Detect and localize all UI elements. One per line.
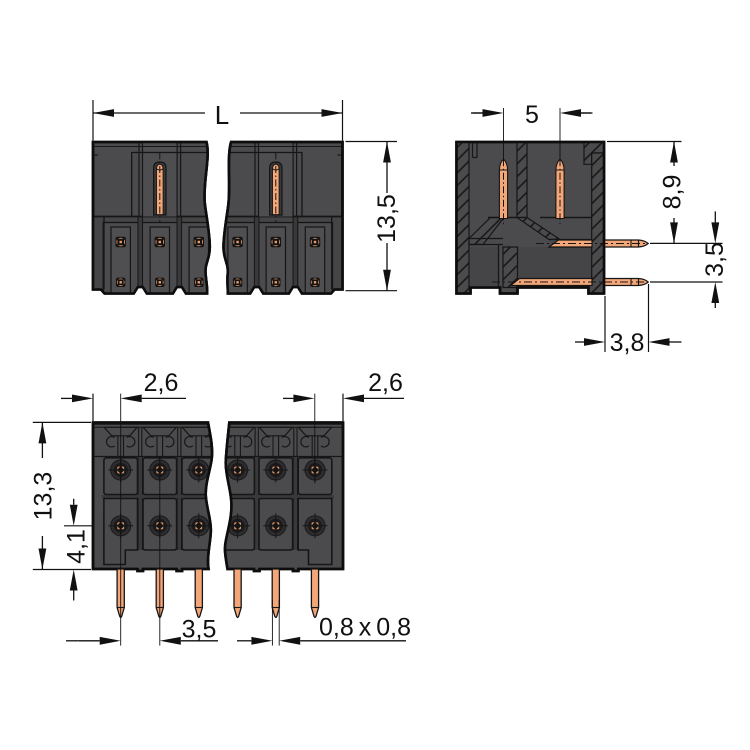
- svg-text:13,5: 13,5: [373, 194, 401, 243]
- svg-text:3,8: 3,8: [610, 329, 645, 357]
- svg-text:8,9: 8,9: [659, 175, 687, 210]
- svg-text:4,1: 4,1: [63, 529, 91, 564]
- svg-text:13,3: 13,3: [30, 472, 58, 521]
- svg-text:5: 5: [525, 101, 539, 129]
- svg-text:2,6: 2,6: [368, 369, 403, 397]
- svg-text:2,6: 2,6: [144, 369, 179, 397]
- svg-text:L: L: [215, 100, 229, 130]
- svg-text:0,8 x 0,8: 0,8 x 0,8: [319, 614, 411, 642]
- svg-text:3,5: 3,5: [182, 616, 217, 644]
- svg-text:3,5: 3,5: [701, 242, 729, 277]
